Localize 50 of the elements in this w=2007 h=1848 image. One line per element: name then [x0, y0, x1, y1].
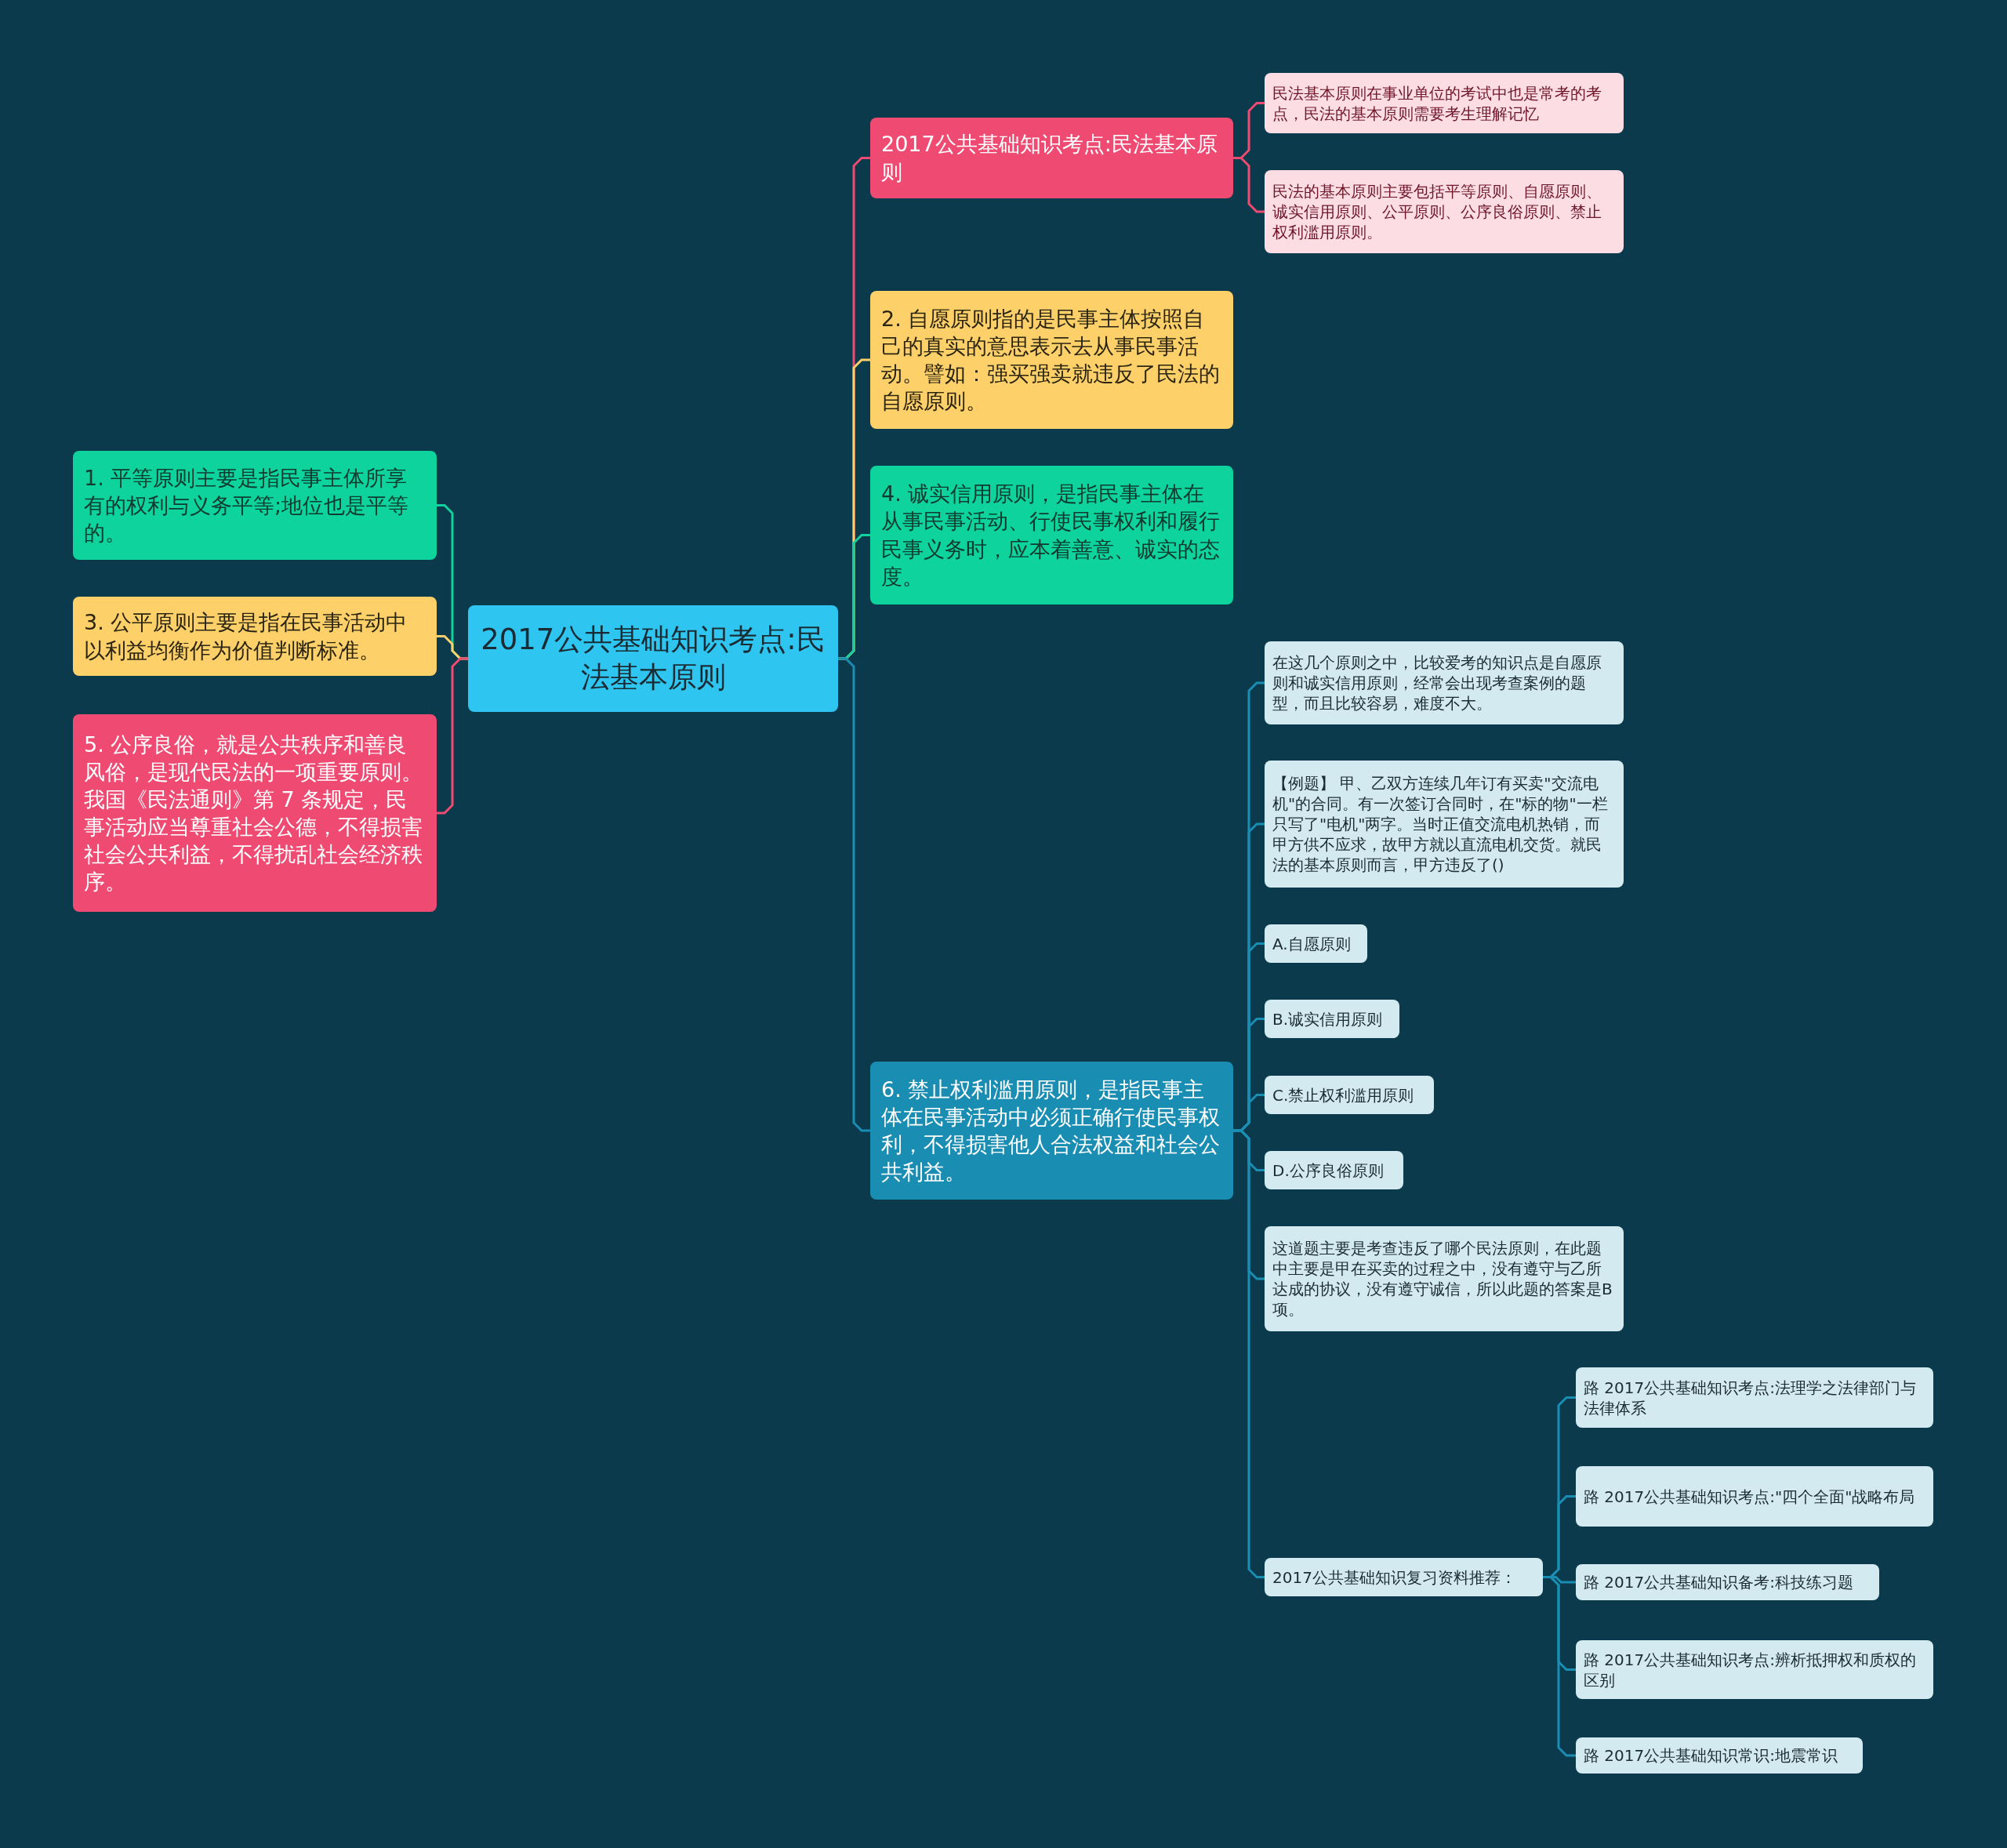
subtopic-box: [1265, 641, 1624, 724]
topic-text: 路 2017公共基础知识常识:地震常识: [1584, 1745, 1838, 1766]
topic-text: 5. 公序良俗，就是公共秩序和善良风俗，是现代民法的一项重要原则。我国《民法通则》第 7 条规定，民事活动应当尊重社会公德，不得损害社会公共利益，不得扰乱社会经济秩序。: [84, 731, 423, 896]
connector-line: [1543, 1576, 1576, 1757]
topic-box: [870, 118, 1233, 198]
topic-text: 路 2017公共基础知识考点:"四个全面"战略布局: [1584, 1486, 1915, 1507]
subtopic-box: [1576, 1564, 1879, 1600]
topic-text: A.自愿原则: [1272, 933, 1351, 954]
topic-box: [870, 1062, 1233, 1200]
subtopic-box: [1265, 73, 1624, 133]
topic-text: 路 2017公共基础知识备考:科技练习题: [1584, 1572, 1853, 1592]
topic-text: 【例题】 甲、乙双方连续几年订有买卖"交流电机"的合同。有一次签订合同时，在"标的物"一栏只写了"电机"两字。当时正值交流电机热销，而甲方供不应求，故甲方就以直流电机交货。就民法的基本原则而言，甲方违反了(): [1272, 773, 1609, 875]
topic-text: 2017公共基础知识复习资料推荐：: [1272, 1567, 1516, 1588]
subtopic-box: [1265, 1076, 1434, 1114]
connector-line: [838, 657, 870, 1132]
root-topic-box: [468, 605, 838, 712]
topic-text: 2017公共基础知识考点:民法基本原则: [881, 131, 1218, 186]
subtopic-box: [1265, 924, 1367, 963]
topic-text: 2017公共基础知识考点:民法基本原则: [480, 621, 826, 695]
topic-box: [870, 291, 1233, 429]
topic-box: [73, 597, 437, 676]
subtopic-box: [1576, 1737, 1863, 1774]
topic-text: D.公序良俗原则: [1272, 1160, 1384, 1181]
topic-text: 1. 平等原则主要是指民事主体所享有的权利与义务平等;地位也是平等的。: [84, 464, 410, 547]
topic-text: 这道题主要是考查违反了哪个民法原则，在此题中主要是甲在买卖的过程之中，没有遵守与乙所达成的协议，没有遵守诚信，所以此题的答案是B项。: [1272, 1238, 1613, 1320]
subtopic-box: [1265, 1558, 1543, 1596]
topic-text: 6. 禁止权利滥用原则，是指民事主体在民事活动中必须正确行使民事权利，不得损害他人合法权益和社会公共利益。: [881, 1076, 1221, 1186]
subtopic-box: [1576, 1367, 1933, 1428]
topic-text: 在这几个原则之中，比较爱考的知识点是自愿原则和诚实信用原则，经常会出现考查案例的题型，而且比较容易，难度不大。: [1272, 652, 1602, 713]
topic-text: B.诚实信用原则: [1272, 1008, 1383, 1029]
topic-text: 民法基本原则在事业单位的考试中也是常考的考点，民法的基本原则需要考生理解记忆: [1272, 82, 1602, 124]
connector-line: [437, 657, 468, 815]
subtopic-box: [1576, 1640, 1933, 1699]
subtopic-box: [1265, 761, 1624, 888]
topic-box: [870, 466, 1233, 605]
topic-box: [73, 714, 437, 912]
subtopic-box: [1265, 170, 1624, 253]
connector-line: [1233, 157, 1265, 213]
topic-text: C.禁止权利滥用原则: [1272, 1084, 1414, 1106]
topic-text: 4. 诚实信用原则，是指民事主体在从事民事活动、行使民事权利和履行民事义务时，应本着善意、诚实的态度。: [881, 481, 1221, 590]
topic-text: 2. 自愿原则指的是民事主体按照自己的真实的意思表示去从事民事活动。譬如：强买强卖就违反了民法的自愿原则。: [881, 305, 1221, 416]
subtopic-box: [1265, 1151, 1403, 1189]
topic-text: 3. 公平原则主要是指在民事活动中以利益均衡作为价值判断标准。: [84, 609, 408, 664]
subtopic-box: [1265, 1000, 1399, 1038]
topic-text: 民法的基本原则主要包括平等原则、自愿原则、诚实信用原则、公平原则、公序良俗原则、禁止权利滥用原则。: [1272, 181, 1602, 242]
subtopic-box: [1265, 1226, 1624, 1331]
topic-box: [73, 451, 437, 560]
topic-text: 路 2017公共基础知识考点:法理学之法律部门与法律体系: [1584, 1377, 1917, 1418]
topic-text: 路 2017公共基础知识考点:辨析抵押权和质权的区别: [1584, 1649, 1917, 1690]
subtopic-box: [1576, 1466, 1933, 1527]
